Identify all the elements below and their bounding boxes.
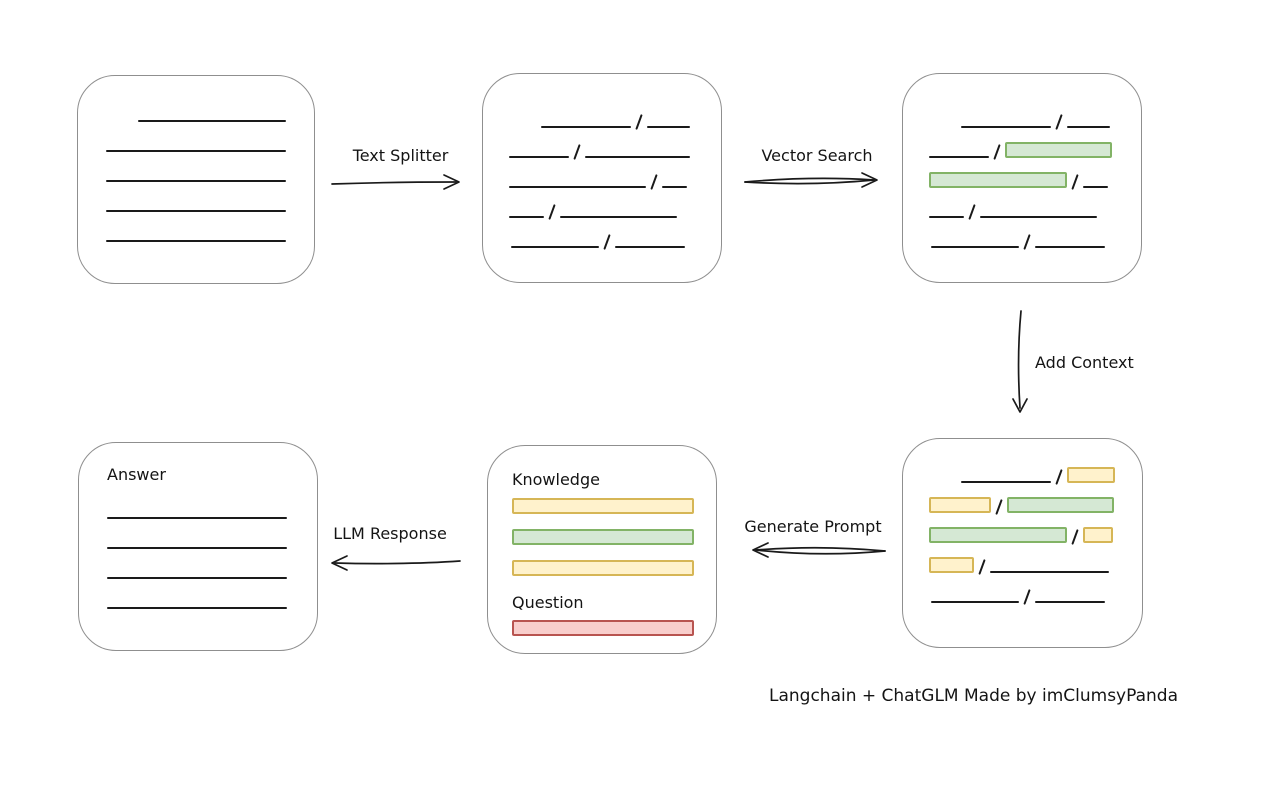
green-highlight-chip	[1005, 142, 1112, 158]
text-line	[511, 246, 599, 248]
text-line	[929, 216, 964, 218]
text-line	[990, 571, 1109, 573]
text-row	[929, 98, 1141, 130]
prompt-contents: Knowledge Question	[488, 446, 716, 636]
answer-label: Answer	[107, 465, 166, 484]
llm-response-label: LLM Response	[333, 524, 447, 543]
text-row	[509, 158, 721, 190]
yellow-highlight-chip	[929, 497, 991, 513]
text-row	[929, 218, 1141, 250]
yellow-highlight-chip	[1083, 527, 1113, 543]
answer-text-lines	[79, 487, 317, 609]
text-line	[1067, 126, 1110, 128]
knowledge-label: Knowledge	[512, 470, 600, 489]
text-line	[585, 156, 690, 158]
yellow-highlight-chip	[929, 557, 974, 573]
yellow-bar	[512, 560, 694, 576]
text-row	[106, 122, 314, 152]
red-bar	[512, 620, 694, 636]
text-line	[615, 246, 685, 248]
prompt-box: Knowledge Question	[487, 445, 717, 654]
text-line	[1083, 186, 1108, 188]
text-row	[106, 152, 314, 182]
text-row	[509, 128, 721, 160]
text-line	[509, 186, 646, 188]
text-line	[107, 547, 287, 549]
text-row	[929, 453, 1142, 485]
text-line	[509, 216, 544, 218]
text-line	[961, 481, 1051, 483]
text-line	[107, 517, 287, 519]
text-line	[980, 216, 1097, 218]
text-line	[106, 210, 286, 212]
text-line	[1035, 246, 1105, 248]
green-highlight-chip	[929, 527, 1067, 543]
text-row	[107, 489, 317, 519]
context-selection-box	[902, 438, 1143, 648]
text-row	[107, 579, 317, 609]
text-line	[138, 120, 286, 122]
add-context-arrow-icon	[1012, 310, 1028, 413]
text-line	[647, 126, 690, 128]
split-document-box	[482, 73, 722, 283]
text-row	[929, 483, 1142, 515]
document-text-lines	[78, 76, 314, 242]
text-row	[106, 212, 314, 242]
text-splitter-label: Text Splitter	[352, 146, 449, 165]
llm-response-arrow-icon	[331, 555, 461, 571]
text-line	[961, 126, 1051, 128]
text-line	[1035, 601, 1105, 603]
text-row	[106, 182, 314, 212]
add-context-label: Add Context	[1035, 353, 1134, 372]
text-line	[107, 607, 287, 609]
question-bars	[512, 620, 716, 636]
split-text-lines	[483, 74, 721, 250]
green-bar	[512, 529, 694, 545]
text-line	[929, 156, 989, 158]
knowledge-bars	[512, 498, 716, 576]
yellow-highlight-chip	[1067, 467, 1115, 483]
text-line	[931, 601, 1019, 603]
generate-prompt-label: Generate Prompt	[744, 517, 882, 536]
yellow-bar	[512, 498, 694, 514]
text-row	[509, 98, 721, 130]
text-line	[931, 246, 1019, 248]
answer-box: Answer	[78, 442, 318, 651]
text-row	[107, 519, 317, 549]
context-text-lines	[903, 439, 1142, 605]
text-row	[929, 513, 1142, 545]
text-line	[541, 126, 631, 128]
text-row	[929, 188, 1141, 220]
text-row	[929, 573, 1142, 605]
vector-search-label: Vector Search	[761, 146, 873, 165]
text-line	[106, 240, 286, 242]
question-label: Question	[512, 593, 584, 612]
text-line	[560, 216, 677, 218]
text-row	[929, 158, 1141, 190]
text-row	[509, 218, 721, 250]
text-line	[106, 150, 286, 152]
vector-matches-box	[902, 73, 1142, 283]
slash-separator	[1023, 589, 1031, 605]
text-row	[106, 92, 314, 122]
text-row	[509, 188, 721, 220]
attribution-caption: Langchain + ChatGLM Made by imClumsyPand…	[769, 686, 1178, 706]
slash-separator	[603, 234, 611, 250]
generate-prompt-arrow-icon	[752, 542, 886, 558]
text-line	[107, 577, 287, 579]
slash-separator	[1023, 234, 1031, 250]
text-row	[929, 128, 1141, 160]
green-highlight-chip	[929, 172, 1067, 188]
text-line	[662, 186, 687, 188]
text-splitter-arrow-icon	[331, 174, 460, 190]
text-line	[509, 156, 569, 158]
green-highlight-chip	[1007, 497, 1114, 513]
text-row	[107, 549, 317, 579]
vector-search-arrow-icon	[744, 172, 878, 188]
text-line	[106, 180, 286, 182]
matched-text-lines	[903, 74, 1141, 250]
source-document-box	[77, 75, 315, 284]
text-row	[929, 543, 1142, 575]
